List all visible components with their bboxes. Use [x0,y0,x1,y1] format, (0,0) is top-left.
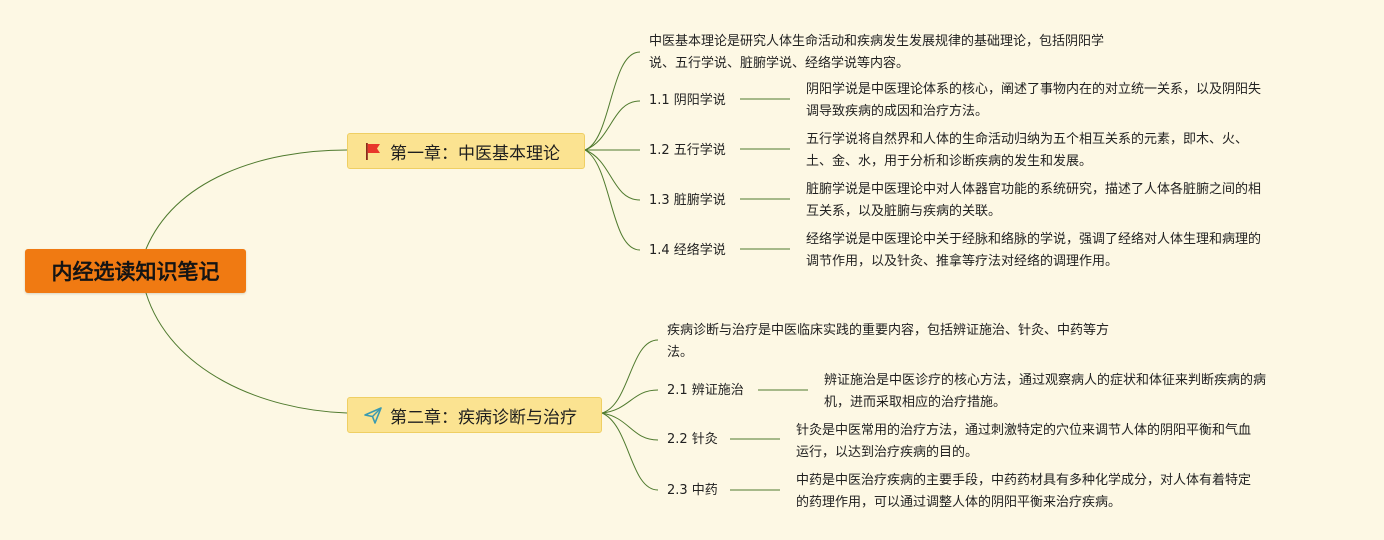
root-node[interactable]: 内经选读知识笔记 [25,249,246,293]
red-flag-icon [362,140,384,162]
connector-ch1-item1 [584,100,641,151]
connector-ch1-item4 [584,149,641,251]
connector-root-ch1 [145,149,348,250]
chapter-2-item-3-label[interactable]: 2.3 中药 [667,483,718,498]
connector-root-ch2 [145,292,348,414]
connector-ch1-item3 [584,149,641,201]
chapter-1-label: 第一章：中医基本理论 [390,143,560,164]
chapter-2-summary: 疾病诊断与治疗是中医临床实践的重要内容，包括辨证施治、针灸、中药等方 法。 [667,323,1110,360]
connector-ch1-summary [584,51,641,151]
chapter-1-node[interactable]: 第一章：中医基本理论 [347,133,585,169]
chapter-2-item-1-label[interactable]: 2.1 辨证施治 [667,383,744,398]
chapter-1-item-1-desc: 阴阳学说是中医理论体系的核心，阐述了事物内在的对立统一关系，以及阴阳失 调导致疾… [806,82,1262,119]
connector-ch2-summary [601,339,659,414]
chapter-2-item-2-desc: 针灸是中医常用的治疗方法，通过刺激特定的穴位来调节人体的阴阳平衡和气血 运行，以… [796,423,1252,460]
connector-ch2-item3 [601,412,659,491]
chapter-2-item-3-desc: 中药是中医治疗疾病的主要手段，中药药材具有多种化学成分，对人体有着特定 的药理作… [796,473,1252,510]
chapter-1-item-2-label[interactable]: 1.2 五行学说 [649,143,726,158]
chapter-1-item-3-label[interactable]: 1.3 脏腑学说 [649,193,726,208]
chapter-1-item-4-label[interactable]: 1.4 经络学说 [649,243,726,258]
paper-plane-icon [362,404,384,426]
chapter-1-item-2-desc: 五行学说将自然界和人体的生命活动归纳为五个相互关系的元素，即木、火、 土、金、水… [806,132,1249,169]
chapter-2-label: 第二章：疾病诊断与治疗 [390,407,577,428]
chapter-2-node[interactable]: 第二章：疾病诊断与治疗 [347,397,602,433]
chapter-2-item-2-label[interactable]: 2.2 针灸 [667,432,718,447]
chapter-1-item-1-label[interactable]: 1.1 阴阳学说 [649,93,726,108]
chapter-1-summary: 中医基本理论是研究人体生命活动和疾病发生发展规律的基础理论，包括阴阳学 说、五行… [649,34,1105,71]
connector-ch2-item1 [601,389,659,414]
chapter-1-item-3-desc: 脏腑学说是中医理论中对人体器官功能的系统研究，描述了人体各脏腑之间的相 互关系，… [806,182,1262,219]
root-label: 内经选读知识笔记 [51,260,220,284]
chapter-2-item-1-desc: 辨证施治是中医诊疗的核心方法，通过观察病人的症状和体征来判断疾病的病 机，进而采… [824,373,1267,410]
connector-ch2-item2 [601,412,659,441]
chapter-1-item-4-desc: 经络学说是中医理论中关于经脉和络脉的学说，强调了经络对人体生理和病理的 调节作用… [806,232,1262,269]
